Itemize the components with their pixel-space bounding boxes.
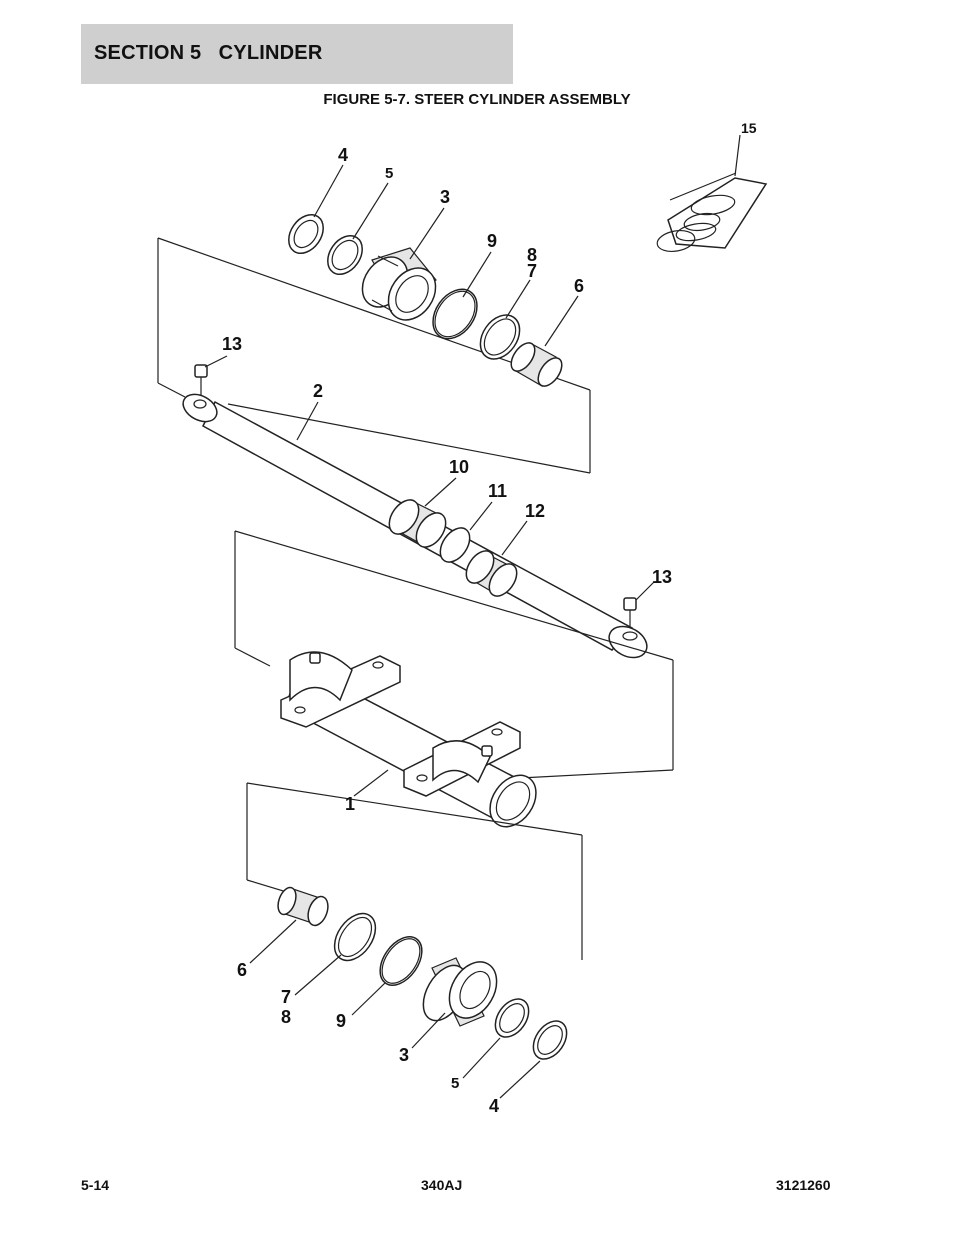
callout-3-bottom: 3 xyxy=(399,1045,409,1065)
leader-lines xyxy=(204,164,655,1099)
callout-6-bottom: 6 xyxy=(237,960,247,980)
nut-12 xyxy=(465,550,518,597)
cylinder-barrel xyxy=(280,651,537,828)
callout-4-bottom: 4 xyxy=(489,1096,499,1116)
cylinder-head-bottom xyxy=(422,957,498,1027)
seal-7-8-top xyxy=(479,314,521,360)
wiper-bottom xyxy=(532,1020,568,1060)
callout-1: 1 xyxy=(345,794,355,814)
callout-11: 11 xyxy=(488,481,507,501)
bottom-explode-outline xyxy=(246,782,583,960)
callout-5-bottom: 5 xyxy=(451,1075,459,1092)
callout-6-top: 6 xyxy=(574,276,584,296)
piston xyxy=(388,499,447,548)
seal-7-8-bottom xyxy=(333,912,377,962)
footer-doc-number: 3121260 xyxy=(776,1177,831,1193)
cylinder-head-top xyxy=(361,247,437,321)
section-title: SECTION 5 CYLINDER xyxy=(94,42,323,64)
grease-fitting-right xyxy=(623,597,637,628)
bushing-bottom xyxy=(277,886,329,927)
callout-4-top: 4 xyxy=(338,145,348,165)
section-header: SECTION 5 CYLINDER xyxy=(81,24,513,84)
callout-7-top: 7 xyxy=(527,261,537,281)
middle-explode-outline xyxy=(234,530,674,779)
seal-kit-bag xyxy=(656,134,768,252)
grease-fitting-left xyxy=(194,364,208,396)
ring-9-bottom xyxy=(379,936,423,986)
callout-9-top: 9 xyxy=(487,231,497,251)
callout-15: 15 xyxy=(741,120,757,136)
wiper-top xyxy=(288,214,324,254)
callout-10: 10 xyxy=(449,457,469,477)
callout-3-top: 3 xyxy=(440,187,450,207)
callout-13-left: 13 xyxy=(222,334,242,354)
callout-9-bottom: 9 xyxy=(336,1011,346,1031)
bushing-top xyxy=(510,342,563,387)
callout-2: 2 xyxy=(313,381,323,401)
callout-5-top: 5 xyxy=(385,165,393,182)
ring-9-top xyxy=(432,288,478,340)
backup-ring-bottom xyxy=(494,998,530,1038)
callout-13-right: 13 xyxy=(652,567,672,587)
backup-ring-top xyxy=(327,235,363,275)
footer-page-number: 5-14 xyxy=(81,1177,110,1193)
figure-title: FIGURE 5-7. STEER CYLINDER ASSEMBLY xyxy=(323,91,631,108)
callout-8-bottom: 8 xyxy=(281,1007,291,1027)
callout-labels: 15 4 5 3 9 8 7 6 13 2 10 11 12 13 1 6 7 … xyxy=(222,120,757,1116)
callout-12: 12 xyxy=(525,501,545,521)
spacer-11 xyxy=(439,527,471,563)
callout-8-top: 8 xyxy=(527,245,537,265)
callout-7-bottom: 7 xyxy=(281,987,291,1007)
footer-model: 340AJ xyxy=(421,1177,463,1193)
